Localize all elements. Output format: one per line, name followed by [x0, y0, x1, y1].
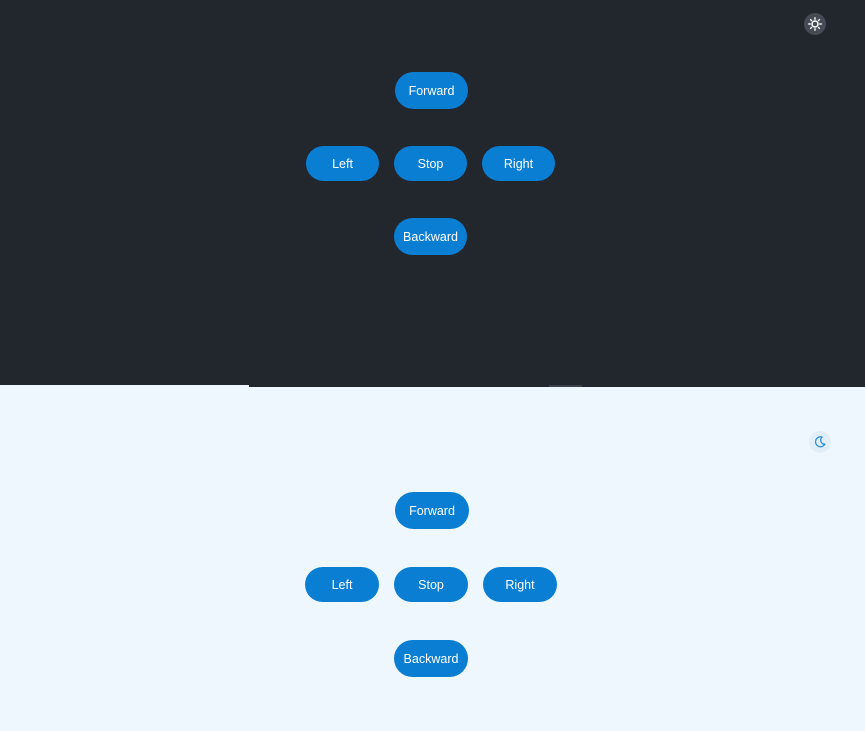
forward-button[interactable]: Forward: [395, 72, 468, 109]
moon-icon: [814, 436, 826, 448]
stop-button[interactable]: Stop: [394, 567, 468, 602]
panel-seam-fragment: [549, 385, 582, 387]
backward-button[interactable]: Backward: [394, 218, 467, 255]
right-button[interactable]: Right: [482, 146, 555, 181]
left-button[interactable]: Left: [306, 146, 379, 181]
stop-button[interactable]: Stop: [394, 146, 467, 181]
dark-theme-panel: Forward Left Stop Right Backward: [0, 0, 865, 387]
forward-button[interactable]: Forward: [395, 492, 469, 529]
panel-seam: [0, 385, 249, 387]
theme-toggle-button[interactable]: [804, 13, 826, 35]
backward-button[interactable]: Backward: [394, 640, 468, 677]
light-theme-panel: Forward Left Stop Right Backward: [0, 387, 865, 731]
right-button[interactable]: Right: [483, 567, 557, 602]
sun-icon: [808, 17, 822, 31]
left-button[interactable]: Left: [305, 567, 379, 602]
theme-toggle-button[interactable]: [809, 431, 831, 453]
